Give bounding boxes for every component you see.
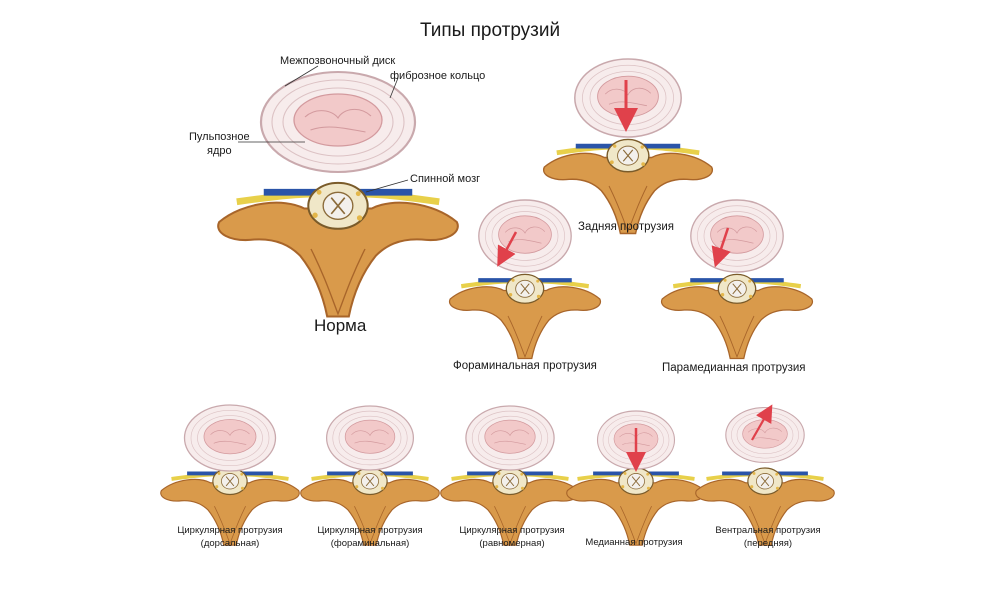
page-title: Типы протрузий — [420, 20, 561, 41]
caption-line2: (равномерная) — [479, 538, 545, 549]
caption-circular-uniform: Циркулярная протрузия (равномерная) — [459, 524, 564, 550]
foraminal-arrow — [497, 231, 518, 267]
bottom-disc-1 — [183, 404, 277, 472]
label-nucleus-line1: Пульпозное — [189, 131, 250, 143]
label-spinal-cord: Спинной мозг — [410, 173, 481, 185]
label-nucleus-line2: ядро — [207, 145, 232, 157]
leader-annulus — [389, 77, 399, 99]
ventral-arrow — [751, 404, 773, 441]
caption-line1: Медианная протрузия — [585, 537, 683, 548]
caption-line2: (дорсальная) — [200, 538, 260, 549]
label-nucleus: Пульпозное ядро — [189, 130, 250, 158]
caption-circular-dorsal: Циркулярная протрузия (дорсальная) — [177, 524, 282, 550]
caption-line1: Циркулярная протрузия — [177, 525, 283, 536]
label-norm: Норма — [314, 316, 367, 335]
foraminal-disc — [478, 199, 572, 273]
caption-ventral: Вентральная протрузия (передняя) — [715, 524, 820, 550]
caption-line1: Вентральная протрузия — [715, 525, 821, 536]
norm-disc — [259, 70, 417, 174]
label-posterior: Задняя протрузия — [578, 221, 675, 233]
label-disc: Межпозвоночный диск — [280, 55, 396, 67]
foraminal-vertebra — [450, 274, 601, 358]
caption-line2: (фораминальная) — [330, 538, 410, 549]
caption-line1: Циркулярная протрузия — [459, 525, 565, 536]
paramedian-vertebra — [662, 274, 813, 358]
caption-circular-foraminal: Циркулярная протрузия (фораминальная) — [317, 524, 422, 550]
caption-line2: (передняя) — [743, 538, 793, 549]
caption-line1: Циркулярная протрузия — [317, 525, 423, 536]
bottom-vertebra-4 — [564, 466, 708, 548]
bottom-disc-2 — [325, 405, 415, 471]
posterior-disc — [574, 58, 682, 138]
paramedian-arrow — [711, 227, 731, 268]
caption-median: Медианная протрузия — [585, 536, 682, 549]
label-foraminal: Фораминальная протрузия — [453, 360, 597, 372]
leader-spinal-cord — [365, 179, 409, 193]
leader-disc — [284, 65, 319, 87]
label-annulus: фиброзное кольцо — [390, 70, 486, 82]
bottom-disc-3 — [465, 405, 555, 471]
posterior-vertebra — [544, 139, 713, 233]
norm-vertebra — [218, 183, 458, 317]
label-paramedian: Парамедианная протрузия — [662, 362, 806, 374]
paramedian-disc — [690, 199, 784, 273]
